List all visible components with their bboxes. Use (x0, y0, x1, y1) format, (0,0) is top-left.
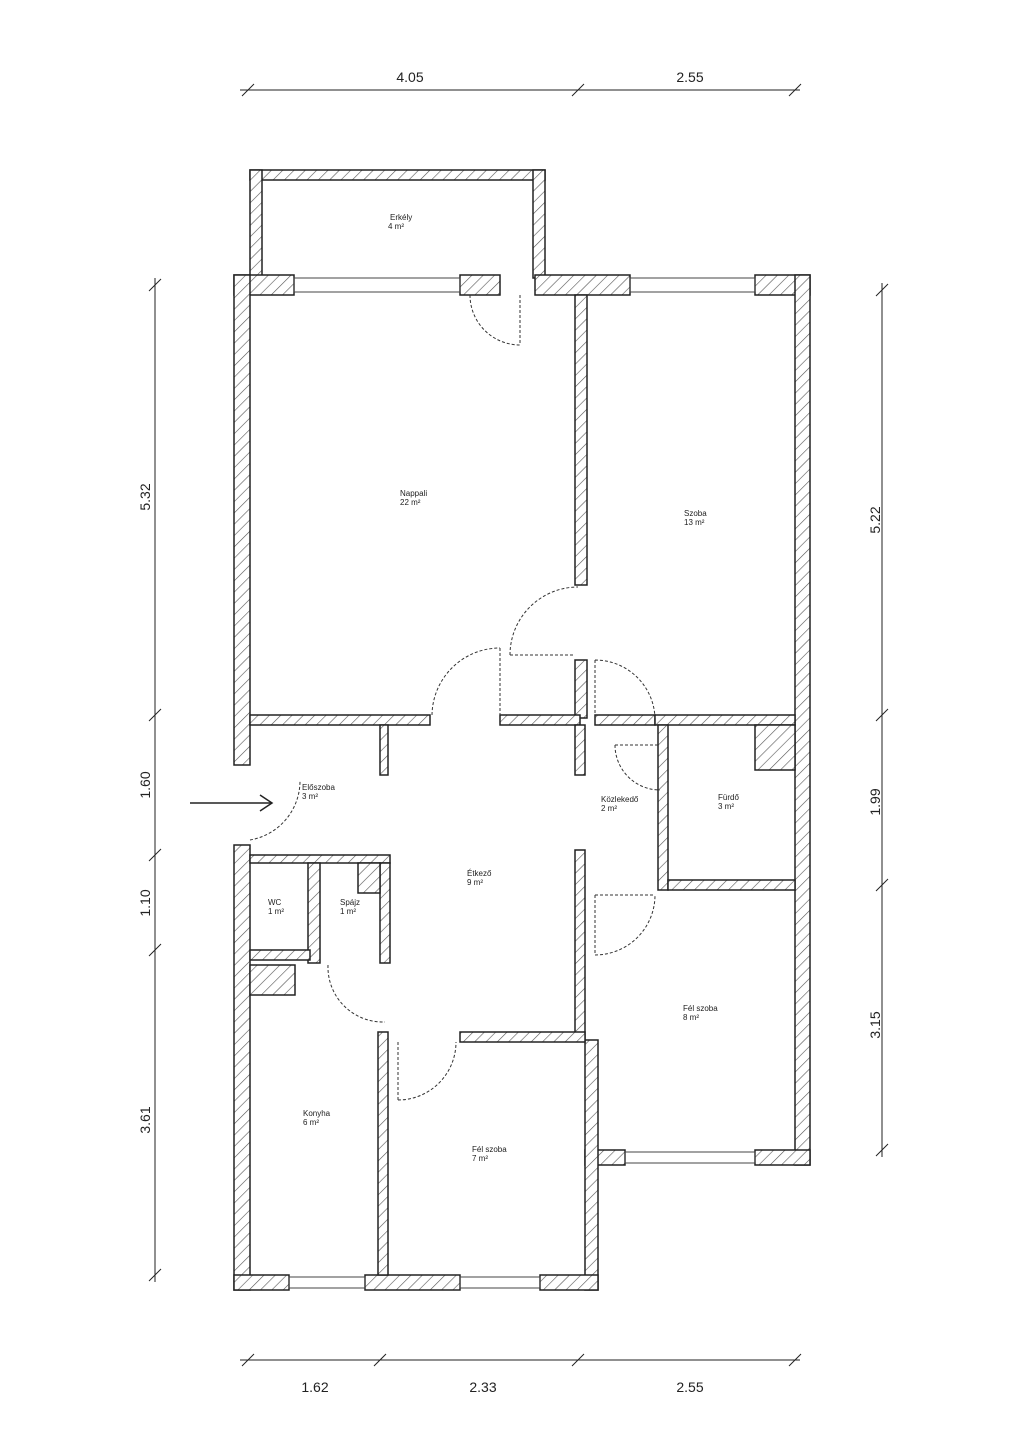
room-area: 2 m² (601, 804, 617, 813)
dimension-left: 1.60 (137, 771, 153, 798)
dimension-bottom: 2.55 (676, 1379, 703, 1395)
room-area: 3 m² (302, 792, 318, 801)
dimension-left: 3.61 (137, 1106, 153, 1133)
room-area: 6 m² (303, 1118, 319, 1127)
room-area: 22 m² (400, 498, 421, 507)
room-name: Fél szoba (472, 1145, 507, 1154)
room-name: Fürdő (718, 793, 739, 802)
room-name: Közlekedő (601, 795, 639, 804)
walls (233, 169, 811, 1291)
room-area: 13 m² (684, 518, 705, 527)
room-name: Konyha (303, 1109, 331, 1118)
room-area: 9 m² (467, 878, 483, 887)
dimension-right: 5.22 (867, 506, 883, 533)
entrance-arrow-icon (190, 794, 274, 812)
doors (249, 294, 661, 1101)
room-area: 8 m² (683, 1013, 699, 1022)
windows (288, 277, 756, 1289)
room-area: 3 m² (718, 802, 734, 811)
room-name: Erkély (390, 213, 412, 222)
dimension-left: 5.32 (137, 483, 153, 510)
dimension-right: 1.99 (867, 788, 883, 815)
room-name: Spájz (340, 898, 360, 907)
room-name: WC (268, 898, 282, 907)
dimension-bottom: 1.62 (301, 1379, 328, 1395)
dimension-left: 1.10 (137, 889, 153, 916)
dimension-labels: 4.05 2.55 1.62 2.33 2.55 5.32 1.60 1.10 … (137, 69, 883, 1395)
dimension-right: 3.15 (867, 1011, 883, 1038)
room-name: Étkező (467, 869, 492, 878)
dimension-bottom: 2.33 (469, 1379, 496, 1395)
dimension-top: 4.05 (396, 69, 423, 85)
dimension-lines (148, 83, 889, 1367)
room-name: Előszoba (302, 783, 335, 792)
room-area: 7 m² (472, 1154, 488, 1163)
room-area: 1 m² (268, 907, 284, 916)
room-labels: Erkély 4 m² Nappali 22 m² Szoba 13 m² El… (268, 213, 739, 1163)
room-name: Fél szoba (683, 1004, 718, 1013)
room-name: Szoba (684, 509, 707, 518)
dimension-top: 2.55 (676, 69, 703, 85)
room-name: Nappali (400, 489, 427, 498)
room-area: 1 m² (340, 907, 356, 916)
room-area: 4 m² (388, 222, 404, 231)
